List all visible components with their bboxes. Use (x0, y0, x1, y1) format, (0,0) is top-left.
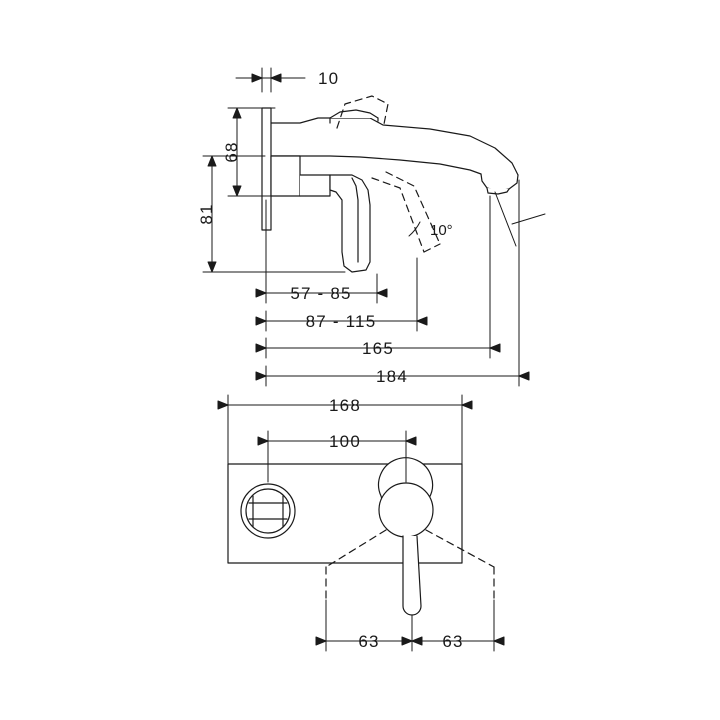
dim-10-arrow-left (251, 73, 263, 83)
lever-handle-circle (378, 482, 434, 538)
outlet-leader-line (494, 191, 517, 247)
label-center-distance: 100 (329, 432, 361, 451)
dim-81-arrow-top (207, 155, 217, 167)
label-angle: 10° (430, 222, 453, 239)
label-handle-left: 63 (358, 632, 379, 651)
mixer-body-block (270, 155, 301, 197)
label-plate-width: 168 (329, 396, 361, 415)
dim-100-arrow-left (257, 436, 269, 446)
outlet-leader-tick (511, 213, 546, 225)
spout-lower-contour (270, 155, 482, 175)
handle-top-cap (329, 109, 379, 119)
label-spout-reach: 165 (362, 339, 394, 358)
dim-100-arrow-right (405, 436, 417, 446)
lever-swing-dashed-front (325, 529, 495, 601)
dim-10-arrow-right (270, 73, 282, 83)
dim-87115-arrow-right (416, 316, 428, 326)
lever-swing-up-dashed (336, 95, 389, 129)
label-top-projection: 10 (318, 69, 339, 88)
dim-81-arrow-bottom (207, 261, 217, 273)
label-handle-right: 63 (442, 632, 463, 651)
dim-184-arrow-right (518, 371, 530, 381)
mixer-body-neck (299, 174, 331, 197)
lever-swing-down-dashed (371, 171, 441, 253)
side-view-dimensions (202, 67, 530, 387)
dim-184-arrow-left (255, 371, 267, 381)
aerator-detail (486, 187, 510, 195)
dim-168-arrow-left (217, 400, 229, 410)
label-range-long: 87 - 115 (306, 312, 377, 331)
dim-63-left-arrow-start (315, 636, 327, 646)
angle-arc (408, 221, 421, 237)
dim-63-right-arrow-start (401, 636, 413, 646)
dim-87115-arrow-left (255, 316, 267, 326)
diverter-knob-inner (245, 488, 291, 534)
dim-68-arrow-bottom (232, 185, 242, 197)
dim-5785-arrow-left (255, 288, 267, 298)
dim-165-arrow-right (489, 343, 501, 353)
dimension-labels: 10 68 81 57 - 85 87 - 115 165 184 10° 16… (197, 69, 463, 651)
front-view-dimensions (217, 394, 505, 652)
label-vertical-lower: 81 (197, 203, 216, 224)
dim-165-arrow-left (255, 343, 267, 353)
dim-168-arrow-right (461, 400, 473, 410)
handle-inner-line (351, 177, 359, 263)
label-overall-length: 184 (376, 367, 408, 386)
dim-63-right-arrow-end (493, 636, 505, 646)
spout-upper-contour (270, 117, 519, 176)
lever-handle-profile (329, 174, 371, 273)
label-range-short: 57 - 85 (290, 284, 351, 303)
dim-68-arrow-top (232, 107, 242, 119)
dim-5785-arrow-right (376, 288, 388, 298)
front-elevation-view (227, 457, 495, 616)
label-vertical-upper: 68 (222, 141, 241, 162)
side-elevation-view (261, 95, 546, 273)
